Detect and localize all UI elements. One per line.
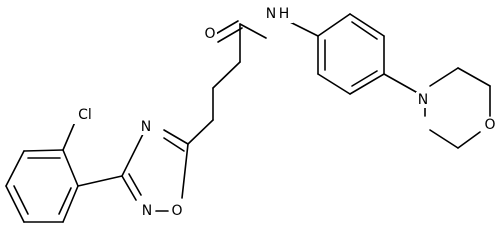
bond-ph-4 — [5, 185, 25, 223]
bond-carbonyl-double-b — [217, 27, 243, 43]
bond-aryl-5 — [317, 73, 351, 95]
bond-aryl-2 — [349, 13, 385, 37]
atom-cl: Cl — [78, 107, 92, 123]
atom-n-ring-bottom: N — [142, 203, 152, 219]
bond-oxa-1b — [163, 137, 185, 152]
bond-c-cl — [62, 121, 76, 151]
bond-carbonyl-n — [239, 23, 267, 39]
bond-morph-1 — [429, 67, 459, 87]
bond-oxa-1 — [163, 129, 189, 145]
bond-aryl-inner-2 — [351, 70, 378, 87]
bond-morph-5 — [429, 129, 459, 149]
structure-diagram: O N H Cl N N O N O — [5, 5, 497, 223]
bond-chain-2 — [212, 61, 241, 89]
bonds — [5, 13, 491, 223]
bond-oxa-5 — [181, 143, 189, 199]
bond-ph-2 — [23, 149, 64, 152]
bond-aryl-morpholine — [383, 73, 417, 93]
bond-oxa-phenyl — [77, 175, 123, 187]
atom-o-morpholine: O — [484, 117, 495, 133]
atom-h-amide: H — [279, 6, 290, 22]
atom-o-ring: O — [171, 203, 182, 219]
bond-n-aryl — [289, 21, 319, 37]
bond-ph-3 — [5, 150, 25, 187]
atom-labels: O N H Cl N N O N O — [70, 5, 497, 219]
molecule-drawing: O N H Cl N N O N O — [5, 5, 497, 223]
bond-oxa-3b — [128, 173, 142, 196]
bond-oxa-3 — [121, 175, 137, 201]
atom-n-morpholine: N — [418, 92, 428, 108]
bond-oxa-2 — [121, 131, 145, 177]
bond-ph-inner-3 — [58, 187, 72, 215]
bond-ph-inner-2 — [13, 185, 29, 215]
bond-morph-2 — [457, 67, 491, 87]
bond-aryl-1 — [317, 13, 351, 37]
bond-aryl-inner-1 — [351, 21, 378, 40]
bond-ph-1 — [62, 149, 79, 187]
bond-carbonyl-double-a — [213, 20, 239, 36]
bond-chain-4 — [187, 119, 214, 145]
atom-n-ring-top: N — [141, 119, 151, 135]
bond-ph-6 — [62, 185, 79, 223]
bond-morph-4 — [457, 131, 481, 149]
atom-o-carbonyl: O — [204, 26, 215, 42]
bond-aryl-4 — [349, 73, 385, 95]
atom-n-amide: N — [266, 6, 276, 22]
